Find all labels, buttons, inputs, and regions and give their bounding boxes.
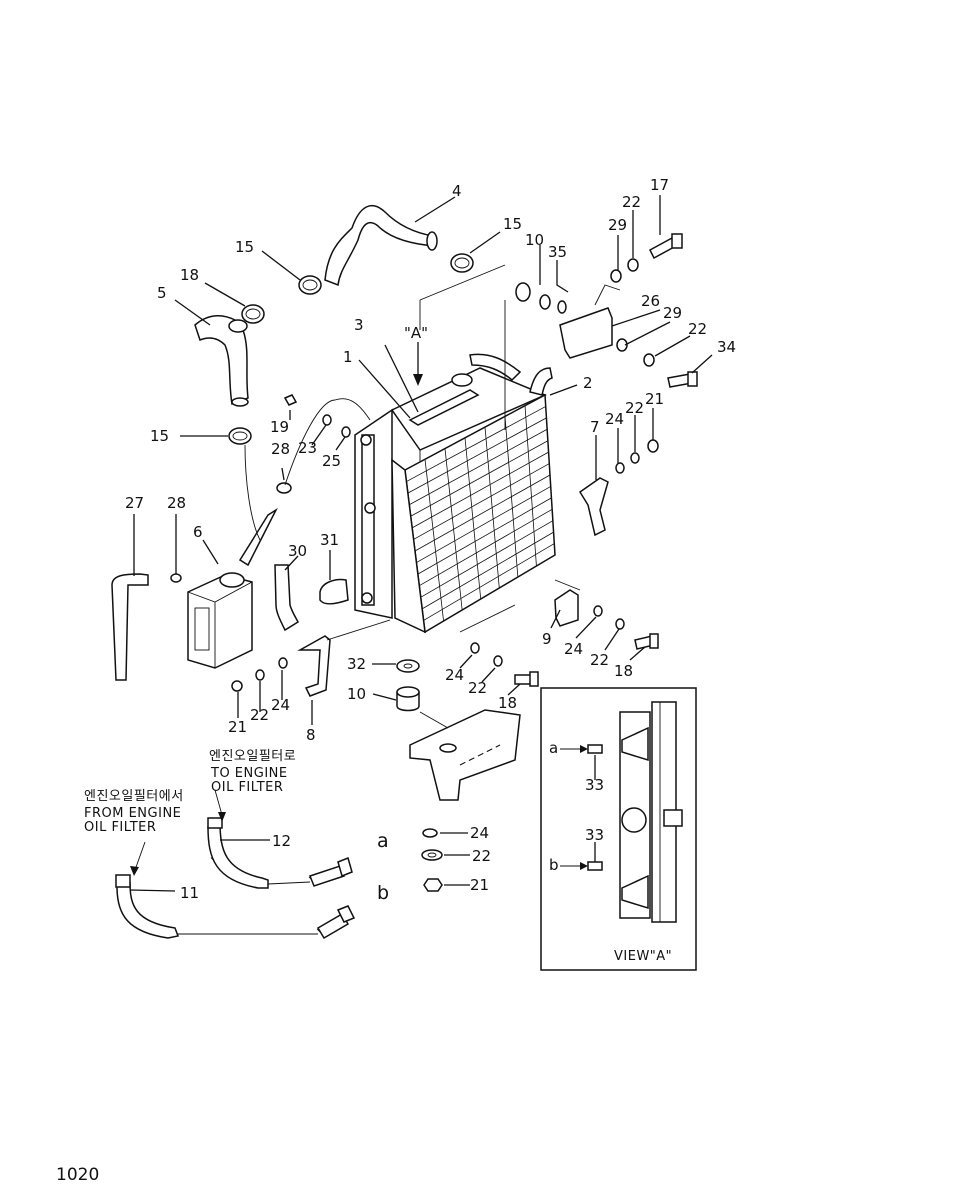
- label-5: 5: [157, 284, 167, 302]
- label-10-top: 10: [525, 231, 544, 249]
- label-18-right: 18: [614, 662, 633, 680]
- fin-row-line: [410, 440, 549, 517]
- clamps-15-18: [228, 253, 474, 445]
- label-28-upper: 28: [271, 440, 290, 458]
- fin-row-line: [423, 543, 555, 621]
- label-29-right: 29: [663, 304, 682, 322]
- fin-row-line: [419, 508, 553, 587]
- label-24-bottom: 24: [470, 824, 489, 842]
- label-15-right: 15: [503, 215, 522, 233]
- connection-a-label: a: [377, 830, 389, 852]
- label-12: 12: [272, 832, 291, 850]
- reservoir-tank-6: [187, 572, 253, 669]
- brackets: [297, 307, 613, 697]
- label-18-top: 18: [180, 266, 199, 284]
- fin-row-line: [409, 428, 548, 506]
- view-a-caption: VIEW"A": [614, 949, 672, 964]
- label-2: 2: [583, 374, 593, 392]
- label-15-left: 15: [235, 238, 254, 256]
- label-3: 3: [354, 316, 364, 334]
- label-24-mid: 24: [605, 410, 624, 428]
- fin-row-line: [411, 451, 549, 529]
- from-engine-caption-line2: OIL FILTER: [84, 820, 156, 835]
- fasteners: [231, 233, 698, 892]
- from-engine-caption-line1: FROM ENGINE: [84, 806, 181, 821]
- label-25: 25: [322, 452, 341, 470]
- label-22-mid: 22: [625, 399, 644, 417]
- label-18-mid: 18: [498, 694, 517, 712]
- lower-hose-5: [194, 315, 249, 407]
- label-31: 31: [320, 531, 339, 549]
- upper-hose-4: [324, 204, 438, 287]
- label-8: 8: [306, 726, 316, 744]
- view-a-connection-b: b: [549, 856, 559, 874]
- to-engine-caption-korean: 엔진오일필터로: [209, 749, 296, 764]
- overflow-hoses: [111, 398, 371, 681]
- label-22-right: 22: [688, 320, 707, 338]
- view-a-panel: [540, 687, 697, 971]
- fin-row-line: [414, 474, 551, 552]
- page-number: 1020: [56, 1165, 99, 1185]
- label-34: 34: [717, 338, 736, 356]
- label-29-top: 29: [608, 216, 627, 234]
- label-1: 1: [343, 348, 353, 366]
- label-22-left: 22: [250, 706, 269, 724]
- label-9: 9: [542, 630, 552, 648]
- label-24-left: 24: [271, 696, 290, 714]
- label-28-lower: 28: [167, 494, 186, 512]
- label-11: 11: [180, 884, 199, 902]
- from-engine-caption-korean: 엔진오일필터에서: [84, 789, 184, 804]
- fin-row-line: [420, 520, 554, 598]
- connection-b-label: b: [377, 882, 389, 904]
- label-24-center: 24: [445, 666, 464, 684]
- label-22-top: 22: [622, 193, 641, 211]
- to-engine-caption-line1: TO ENGINE: [210, 766, 288, 781]
- label-21-bottom: 21: [470, 876, 489, 894]
- fin-row-line: [413, 463, 550, 540]
- label-10-bottom: 10: [347, 685, 366, 703]
- lower-mount: [396, 659, 521, 801]
- label-35: 35: [548, 243, 567, 261]
- label-22-bottom: 22: [472, 847, 491, 865]
- view-a-arrow: "A": [404, 324, 428, 386]
- label-4: 4: [452, 182, 462, 200]
- view-a-marker: "A": [404, 324, 428, 342]
- label-22-center: 22: [468, 679, 487, 697]
- label-26: 26: [641, 292, 660, 310]
- label-15-lower: 15: [150, 427, 169, 445]
- leader-lines: [129, 195, 713, 892]
- label-21-left: 21: [228, 718, 247, 736]
- label-32: 32: [347, 655, 366, 673]
- label-33-bottom: 33: [585, 826, 604, 844]
- label-22-lower: 22: [590, 651, 609, 669]
- oil-lines: [115, 789, 356, 940]
- label-27: 27: [125, 494, 144, 512]
- fin-row-line: [407, 417, 547, 494]
- fin-row-line: [417, 497, 552, 575]
- to-engine-caption-line2: OIL FILTER: [211, 780, 283, 795]
- captions: 엔진오일필터로 TO ENGINE OIL FILTER 엔진오일필터에서 FR…: [84, 749, 672, 964]
- label-24-lower: 24: [564, 640, 583, 658]
- label-33-top: 33: [585, 776, 604, 794]
- fin-row-line: [406, 406, 546, 482]
- label-21-right: 21: [645, 390, 664, 408]
- label-6: 6: [193, 523, 203, 541]
- label-19: 19: [270, 418, 289, 436]
- label-17: 17: [650, 176, 669, 194]
- label-7: 7: [590, 418, 600, 436]
- view-a-connection-a: a: [549, 739, 558, 757]
- fin-row-line: [421, 531, 554, 610]
- label-30: 30: [288, 542, 307, 560]
- callout-labels: 1 2 3 4 5 6 7 8 9 10 10 11 12 15 15 15 1…: [125, 176, 736, 904]
- fin-row-line: [416, 486, 551, 563]
- label-23: 23: [298, 439, 317, 457]
- radiator-core: [354, 353, 556, 634]
